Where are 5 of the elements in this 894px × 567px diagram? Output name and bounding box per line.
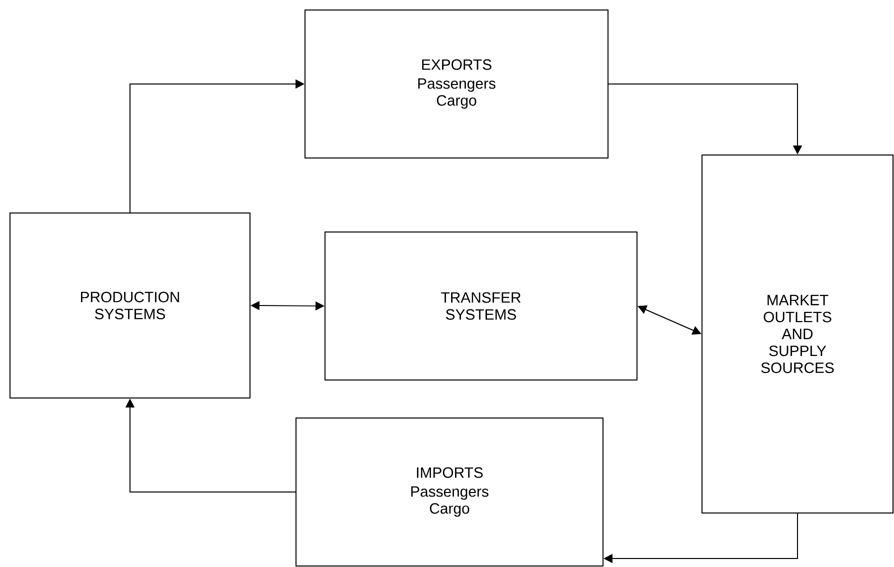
process-box: PRODUCTION SYSTEMS	[10, 212, 250, 398]
process-box: IMPORTS Passengers Cargo	[296, 418, 604, 566]
process-box: TRANSFER SYSTEMS	[324, 232, 638, 380]
process-box: MARKET OUTLETS AND SUPPLY SOURCES	[702, 154, 894, 514]
process-box: EXPORTS Passengers Cargo	[304, 10, 608, 158]
